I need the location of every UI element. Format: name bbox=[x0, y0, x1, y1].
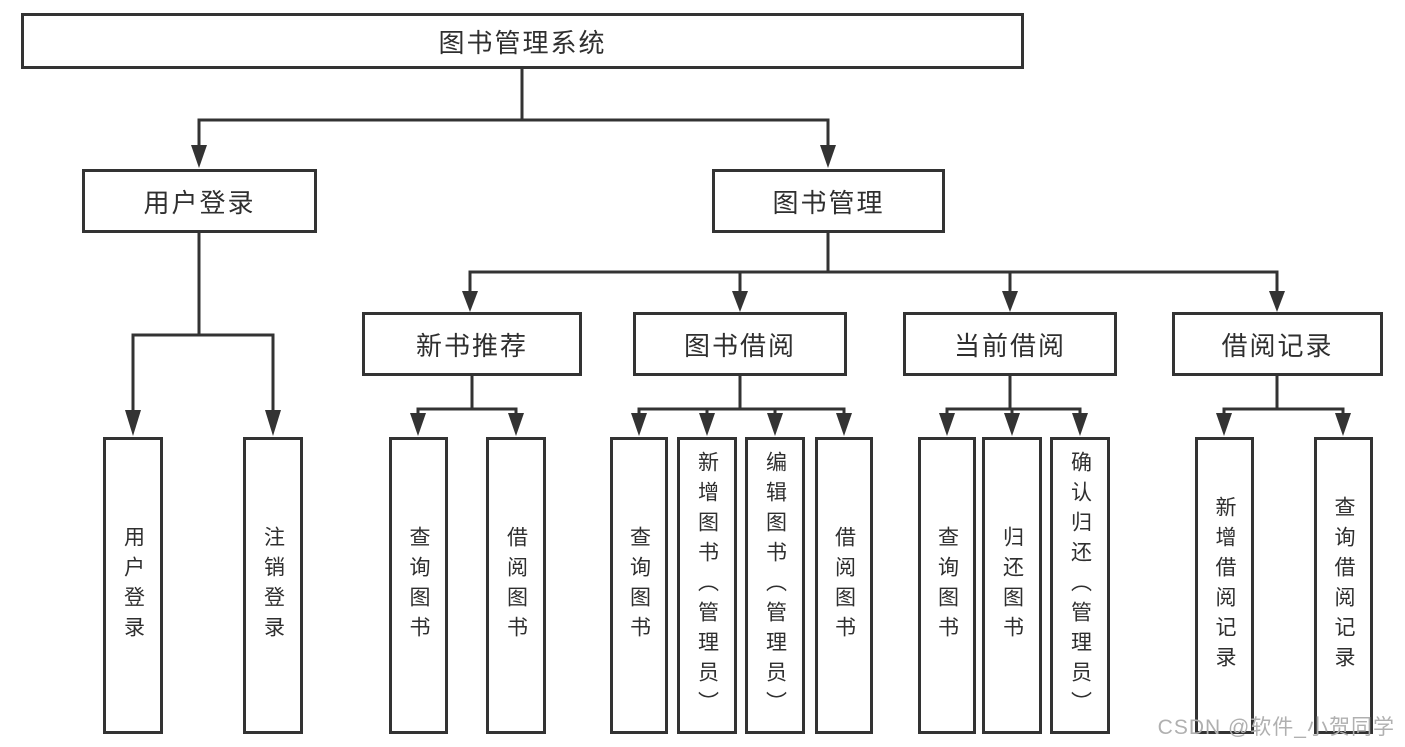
node-current-borrow: 当前借阅 bbox=[903, 312, 1117, 376]
node-new-book-recommend-label: 新书推荐 bbox=[415, 330, 528, 361]
leaf-user-login: 用户登录 bbox=[103, 437, 163, 734]
leaf-query-books-current: 查询图书 bbox=[918, 437, 976, 734]
node-current-borrow-label: 当前借阅 bbox=[953, 330, 1066, 361]
node-new-book-recommend: 新书推荐 bbox=[362, 312, 582, 376]
node-user-login: 用户登录 bbox=[82, 169, 317, 233]
leaf-add-borrow-record: 新增借阅记录 bbox=[1195, 437, 1254, 734]
leaf-query-books-recommend: 查询图书 bbox=[389, 437, 448, 734]
leaf-add-book-admin: 新增图书（管理员） bbox=[677, 437, 737, 734]
leaf-edit-book-admin: 编辑图书（管理员） bbox=[745, 437, 805, 734]
leaf-query-books-borrow: 查询图书 bbox=[610, 437, 668, 734]
leaf-query-borrow-record: 查询借阅记录 bbox=[1314, 437, 1373, 734]
leaf-confirm-return-admin: 确认归还（管理员） bbox=[1050, 437, 1110, 734]
node-book-management-label: 图书管理 bbox=[772, 187, 885, 218]
leaf-borrow-books-recommend: 借阅图书 bbox=[486, 437, 546, 734]
leaf-borrow-books: 借阅图书 bbox=[815, 437, 873, 734]
leaf-return-book: 归还图书 bbox=[982, 437, 1042, 734]
node-user-login-label: 用户登录 bbox=[143, 187, 256, 218]
node-book-borrow-label: 图书借阅 bbox=[683, 330, 796, 361]
node-borrow-records-label: 借阅记录 bbox=[1221, 330, 1334, 361]
node-root: 图书管理系统 bbox=[21, 13, 1024, 69]
leaf-logout: 注销登录 bbox=[243, 437, 303, 734]
node-book-borrow: 图书借阅 bbox=[633, 312, 847, 376]
watermark: CSDN @软件_小贺同学 bbox=[1157, 716, 1395, 739]
node-root-label: 图书管理系统 bbox=[438, 27, 607, 58]
node-borrow-records: 借阅记录 bbox=[1172, 312, 1383, 376]
node-book-management: 图书管理 bbox=[712, 169, 945, 233]
